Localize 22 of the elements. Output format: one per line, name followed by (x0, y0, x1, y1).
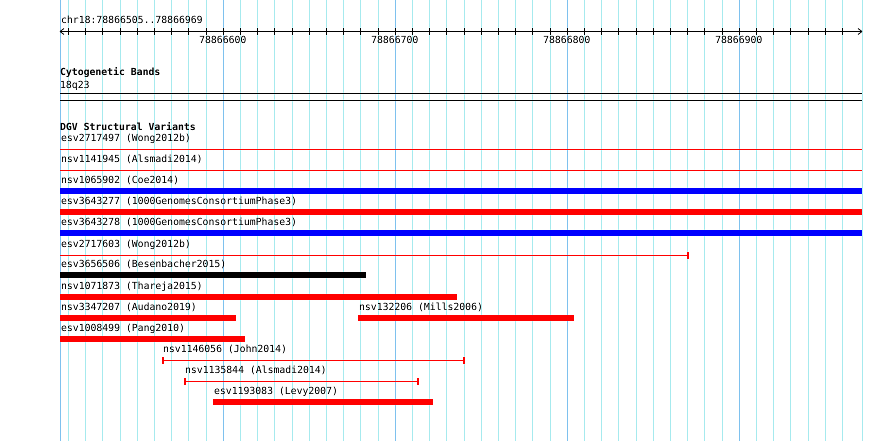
tick-label: 78866900 (715, 35, 762, 46)
variant-label: nsv1141945 (Alsmadi2014) (61, 154, 203, 165)
band-label: 18q23 (60, 80, 90, 91)
variant-label: nsv1135844 (Alsmadi2014) (185, 365, 327, 376)
tick-label: 78866600 (199, 35, 246, 46)
variant-label: esv1193083 (Levy2007) (214, 386, 338, 397)
locus-coordinates: chr18:78866505..78866969 (61, 15, 203, 26)
variant-label: esv2717497 (Wong2012b) (61, 133, 191, 144)
variant-label: esv1008499 (Pang2010) (61, 323, 185, 334)
variant-label: nsv1065902 (Coe2014) (61, 175, 179, 186)
variant-label: nsv132206 (Mills2006) (359, 302, 483, 313)
variant-label: esv3656506 (Besenbacher2015) (61, 259, 226, 270)
variant-label: esv3643277 (1000GenomesConsortiumPhase3) (61, 196, 297, 207)
track-title: DGV Structural Variants (60, 122, 196, 133)
variant-label: nsv1071873 (Thareja2015) (61, 281, 203, 292)
tick-label: 78866800 (543, 35, 590, 46)
tick-label: 78866700 (371, 35, 418, 46)
variant-label: esv2717603 (Wong2012b) (61, 239, 191, 250)
variant-label: nsv3347207 (Audano2019) (61, 302, 197, 313)
track-title: Cytogenetic Bands (60, 67, 160, 78)
variant-label: esv3643278 (1000GenomesConsortiumPhase3) (61, 217, 297, 228)
variant-label: nsv1146056 (John2014) (163, 344, 287, 355)
